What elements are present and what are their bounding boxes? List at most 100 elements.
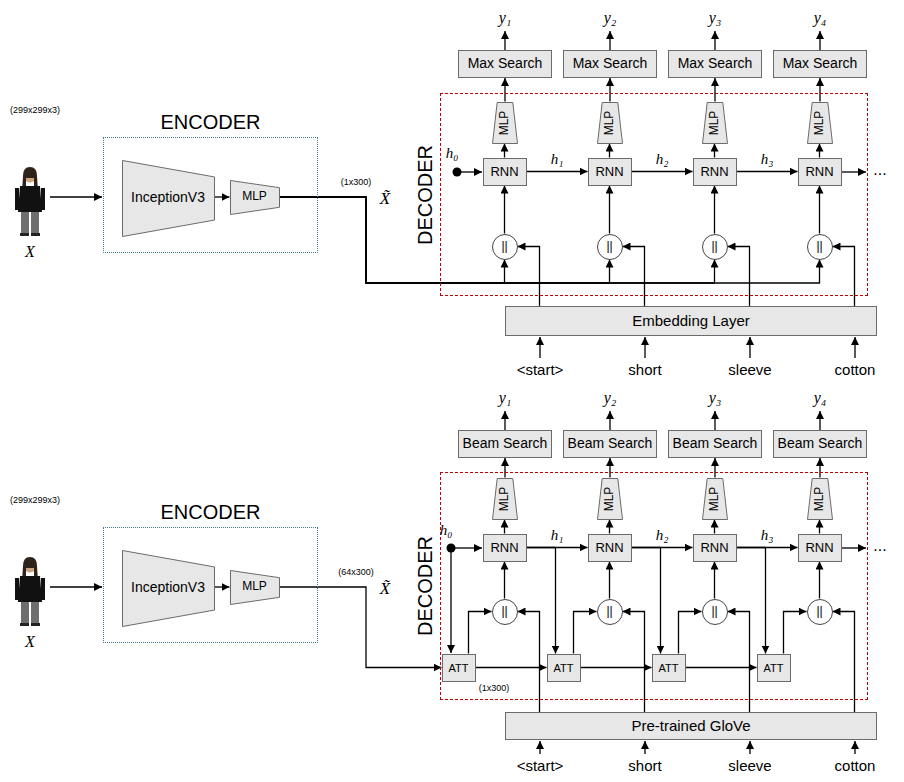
node-label: MLP [242, 190, 267, 203]
node-label: || [501, 240, 507, 253]
group-heading: DECODER [414, 536, 436, 636]
node-label: RNN [700, 164, 728, 178]
search-box: Beam Search [773, 430, 868, 458]
search-box: Max Search [773, 50, 867, 78]
node-label: Beam Search [463, 436, 548, 451]
flow-arrow [632, 548, 661, 654]
attention-box: ATT [652, 654, 686, 682]
flow-arrow [819, 562, 820, 599]
flow-arrow [280, 197, 715, 283]
flow-arrow [686, 667, 757, 668]
state-arrow [842, 171, 866, 172]
mlp-block: MLP [230, 180, 280, 215]
node-label: InceptionV3 [131, 190, 205, 205]
encoder-group: ENCODERInceptionV3MLP [103, 137, 318, 253]
tensor-shape: (299x299x3) [10, 106, 60, 116]
output-arrow [504, 31, 505, 50]
flow-arrow [714, 144, 715, 158]
attention-box: ATT [442, 654, 476, 682]
output-token: y₁ [499, 9, 512, 27]
attention-box: ATT [547, 654, 581, 682]
flow-arrow [504, 144, 505, 158]
flow-arrow [833, 247, 855, 307]
group-heading: DECODER [414, 144, 436, 244]
mlp-block: MLP [807, 478, 833, 520]
node-label: MLP [498, 110, 511, 135]
node-label: MLP [708, 110, 721, 135]
node-label: ATT [764, 661, 784, 673]
node-label: Beam Search [568, 436, 653, 451]
node-label: RNN [700, 540, 728, 554]
flow-arrow [280, 197, 820, 283]
person-shirt [18, 576, 42, 602]
node-label: MLP [813, 486, 826, 511]
input-token: <start> [517, 362, 564, 379]
node-label: Beam Search [778, 436, 863, 451]
flow-arrow [581, 667, 652, 668]
flow-arrow [737, 171, 798, 172]
initial-state-dot [447, 544, 456, 553]
token-arrow [854, 741, 855, 754]
node-label: || [711, 240, 717, 253]
person-leg [31, 602, 39, 624]
flow-arrow [833, 612, 855, 713]
person-shirt [18, 186, 42, 212]
rnn-cell: RNN [588, 158, 632, 186]
ellipsis: ... [873, 537, 886, 555]
input-token: <start> [517, 758, 564, 775]
mlp-block: MLP [702, 102, 728, 144]
mlp-block: MLP [492, 478, 518, 520]
flow-arrow [518, 612, 540, 713]
node-label: MLP [603, 486, 616, 511]
person-leg [31, 212, 39, 234]
concat-op: || [702, 599, 728, 625]
hidden-state: h₁ [549, 150, 566, 167]
flow-arrow [504, 562, 505, 599]
block-shape [230, 180, 279, 214]
person-figure [15, 557, 45, 626]
hidden-state: h₃ [759, 150, 776, 167]
output-token: y₁ [499, 389, 512, 407]
flow-arrow [469, 612, 492, 654]
concat-op: || [807, 599, 833, 625]
flow-arrow [609, 78, 610, 102]
flow-arrow [609, 186, 610, 234]
person-arm [41, 188, 45, 210]
block-shape [597, 102, 622, 143]
input-token: cotton [835, 758, 876, 775]
flow-arrow [504, 78, 505, 102]
connector-group [215, 78, 855, 712]
flow-arrow [714, 562, 715, 599]
flow-arrow [679, 612, 702, 654]
node-label: Max Search [468, 56, 543, 71]
token-arrow [644, 337, 645, 358]
input-symbol: X [25, 633, 35, 651]
node-label: MLP [813, 110, 826, 135]
output-arrow [609, 31, 610, 50]
rnn-cell: RNN [588, 534, 632, 562]
person-figure [15, 167, 45, 236]
person-arm [15, 578, 19, 600]
flow-arrow [819, 186, 820, 234]
group-heading: ENCODER [160, 111, 260, 133]
node-label: Max Search [573, 56, 648, 71]
node-label: InceptionV3 [131, 580, 205, 595]
flow-arrow [280, 197, 505, 283]
node-label: RNN [805, 164, 833, 178]
flow-arrow [819, 458, 820, 478]
person-arm [15, 188, 19, 210]
hidden-state: h₀ [446, 145, 459, 162]
node-label: MLP [708, 486, 721, 511]
node-label: || [606, 240, 612, 253]
decoder-group: DECODERRNNRNNRNNRNNMLPMLPMLPMLP||||||||A… [440, 472, 868, 700]
attention-box: ATT [757, 654, 791, 682]
decoder-group: DECODERRNNRNNRNNRNNMLPMLPMLPMLP|||||||| [440, 93, 868, 296]
node-label: RNN [805, 540, 833, 554]
ellipsis: ... [873, 161, 886, 179]
flow-arrow [728, 612, 750, 713]
rnn-cell: RNN [693, 534, 737, 562]
output-token: y₃ [709, 9, 722, 27]
input-symbol: X [25, 243, 35, 261]
cnn-block: InceptionV3 [122, 550, 215, 627]
output-arrow [714, 411, 715, 430]
